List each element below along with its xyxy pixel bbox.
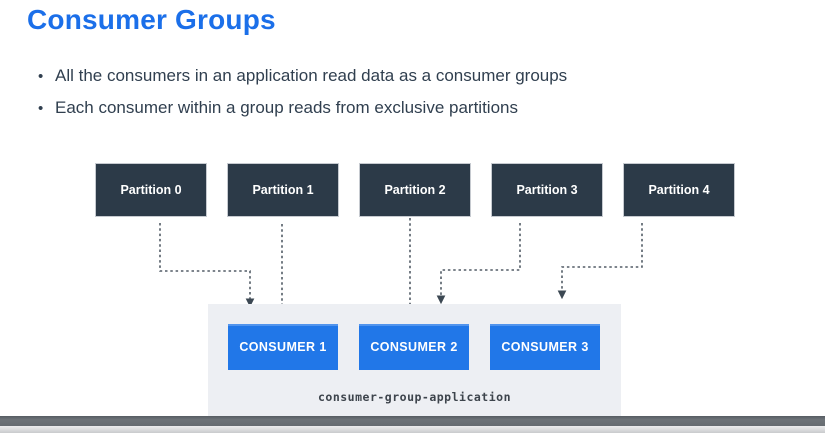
consumer-box-2: CONSUMER 2 <box>359 324 469 370</box>
arrow-partition3-consumer2 <box>436 223 521 305</box>
bullet-dot: • <box>38 68 44 85</box>
consumer-label: CONSUMER 2 <box>370 340 458 354</box>
partition-label: Partition 1 <box>252 183 314 197</box>
partition-box-0: Partition 0 <box>95 163 207 217</box>
consumer-label: CONSUMER 3 <box>501 340 589 354</box>
arrow-partition0-consumer1 <box>159 223 255 308</box>
partition-label: Partition 3 <box>516 183 578 197</box>
player-bottom-strip <box>0 426 825 433</box>
bullet-list: • All the consumers in an application re… <box>38 66 567 130</box>
video-progress-bar[interactable] <box>0 416 825 426</box>
bullet-text: All the consumers in an application read… <box>55 66 568 85</box>
partition-box-2: Partition 2 <box>359 163 471 217</box>
partition-box-1: Partition 1 <box>227 163 339 217</box>
consumer-group-label: consumer-group-application <box>317 390 511 404</box>
consumer-label: CONSUMER 1 <box>239 340 327 354</box>
consumer-box-3: CONSUMER 3 <box>490 324 600 370</box>
bullet-dot: • <box>38 100 44 117</box>
partition-box-4: Partition 4 <box>623 163 735 217</box>
bullet-item: • All the consumers in an application re… <box>38 66 567 86</box>
bullet-text: Each consumer within a group reads from … <box>55 98 518 117</box>
consumer-box-1: CONSUMER 1 <box>228 324 338 370</box>
consumer-group-container: CONSUMER 1 CONSUMER 2 CONSUMER 3 consume… <box>208 304 621 416</box>
slide-title: Consumer Groups <box>27 4 276 35</box>
partition-label: Partition 0 <box>120 183 182 197</box>
partition-label: Partition 4 <box>648 183 710 197</box>
arrow-partition4-consumer3 <box>557 223 643 300</box>
partition-label: Partition 2 <box>384 183 446 197</box>
bullet-item: • Each consumer within a group reads fro… <box>38 98 567 118</box>
partition-box-3: Partition 3 <box>491 163 603 217</box>
